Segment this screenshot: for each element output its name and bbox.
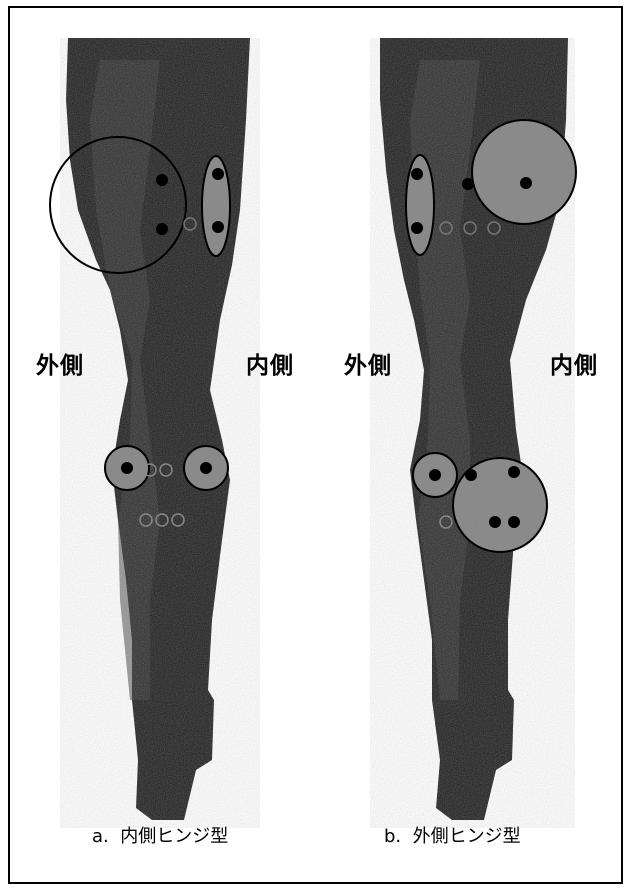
panel-b-caption: b. 外側ヒンジ型 bbox=[384, 822, 521, 848]
panel-a-lateral-label: 外側 bbox=[36, 346, 84, 380]
panel-a-caption: a. 内側ヒンジ型 bbox=[92, 822, 228, 848]
panel-b-medial-label: 内側 bbox=[550, 346, 598, 380]
panel-a-medial-label: 内側 bbox=[246, 346, 294, 380]
pad-b-medial-thigh bbox=[472, 120, 576, 224]
leg-a bbox=[60, 38, 260, 828]
panel-b-lateral-label: 外側 bbox=[344, 346, 392, 380]
